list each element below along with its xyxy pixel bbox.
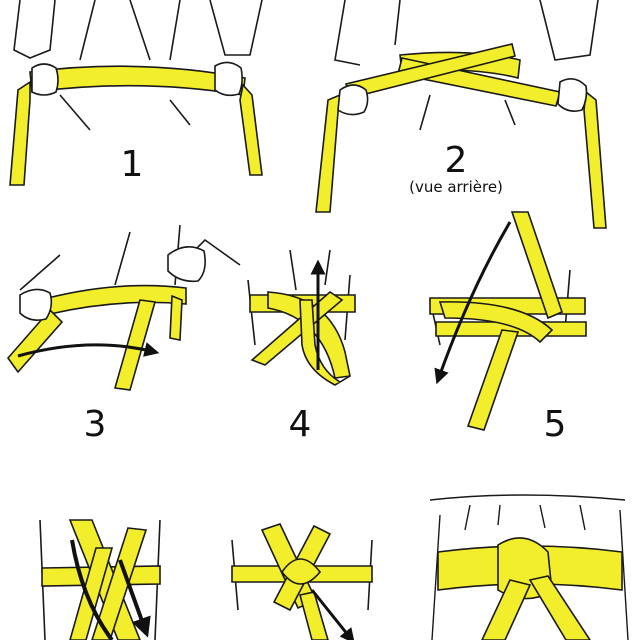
step-3-number: 3 [84, 404, 107, 445]
step-5-illustration [429, 211, 587, 431]
step-3-illustration [6, 224, 241, 391]
step-8-illustration [429, 494, 629, 640]
belt-segment [68, 519, 141, 640]
step-2-number: 2 [445, 140, 468, 181]
belt-segment [528, 575, 591, 640]
belt-segment [315, 93, 341, 213]
belt-segment [47, 284, 187, 315]
belt-segment [169, 294, 183, 341]
belt-segment [9, 80, 31, 186]
belt-segment [583, 90, 607, 229]
belt-segment [438, 301, 554, 344]
belt-segment [239, 83, 263, 176]
step-5-number: 5 [544, 404, 567, 445]
belt-segment [281, 558, 322, 585]
step-6-illustration [39, 519, 161, 640]
belt-segment [29, 65, 246, 96]
step-7-illustration [231, 523, 373, 640]
belt-segment [466, 329, 520, 431]
step-2-illustration [315, 0, 607, 229]
step-4-number: 4 [289, 404, 312, 445]
belt-segment [299, 591, 329, 640]
belt-segment [113, 299, 157, 391]
step-4-illustration [247, 249, 356, 386]
step-1-illustration [9, 0, 263, 186]
step-2-note: (vue arrière) [409, 178, 503, 196]
belt-segment [481, 579, 532, 640]
belt-segment [510, 211, 563, 320]
belt-segment [91, 527, 148, 640]
belt-segment [69, 547, 114, 640]
step-1-number: 1 [121, 144, 144, 185]
belt-segment [345, 43, 516, 99]
